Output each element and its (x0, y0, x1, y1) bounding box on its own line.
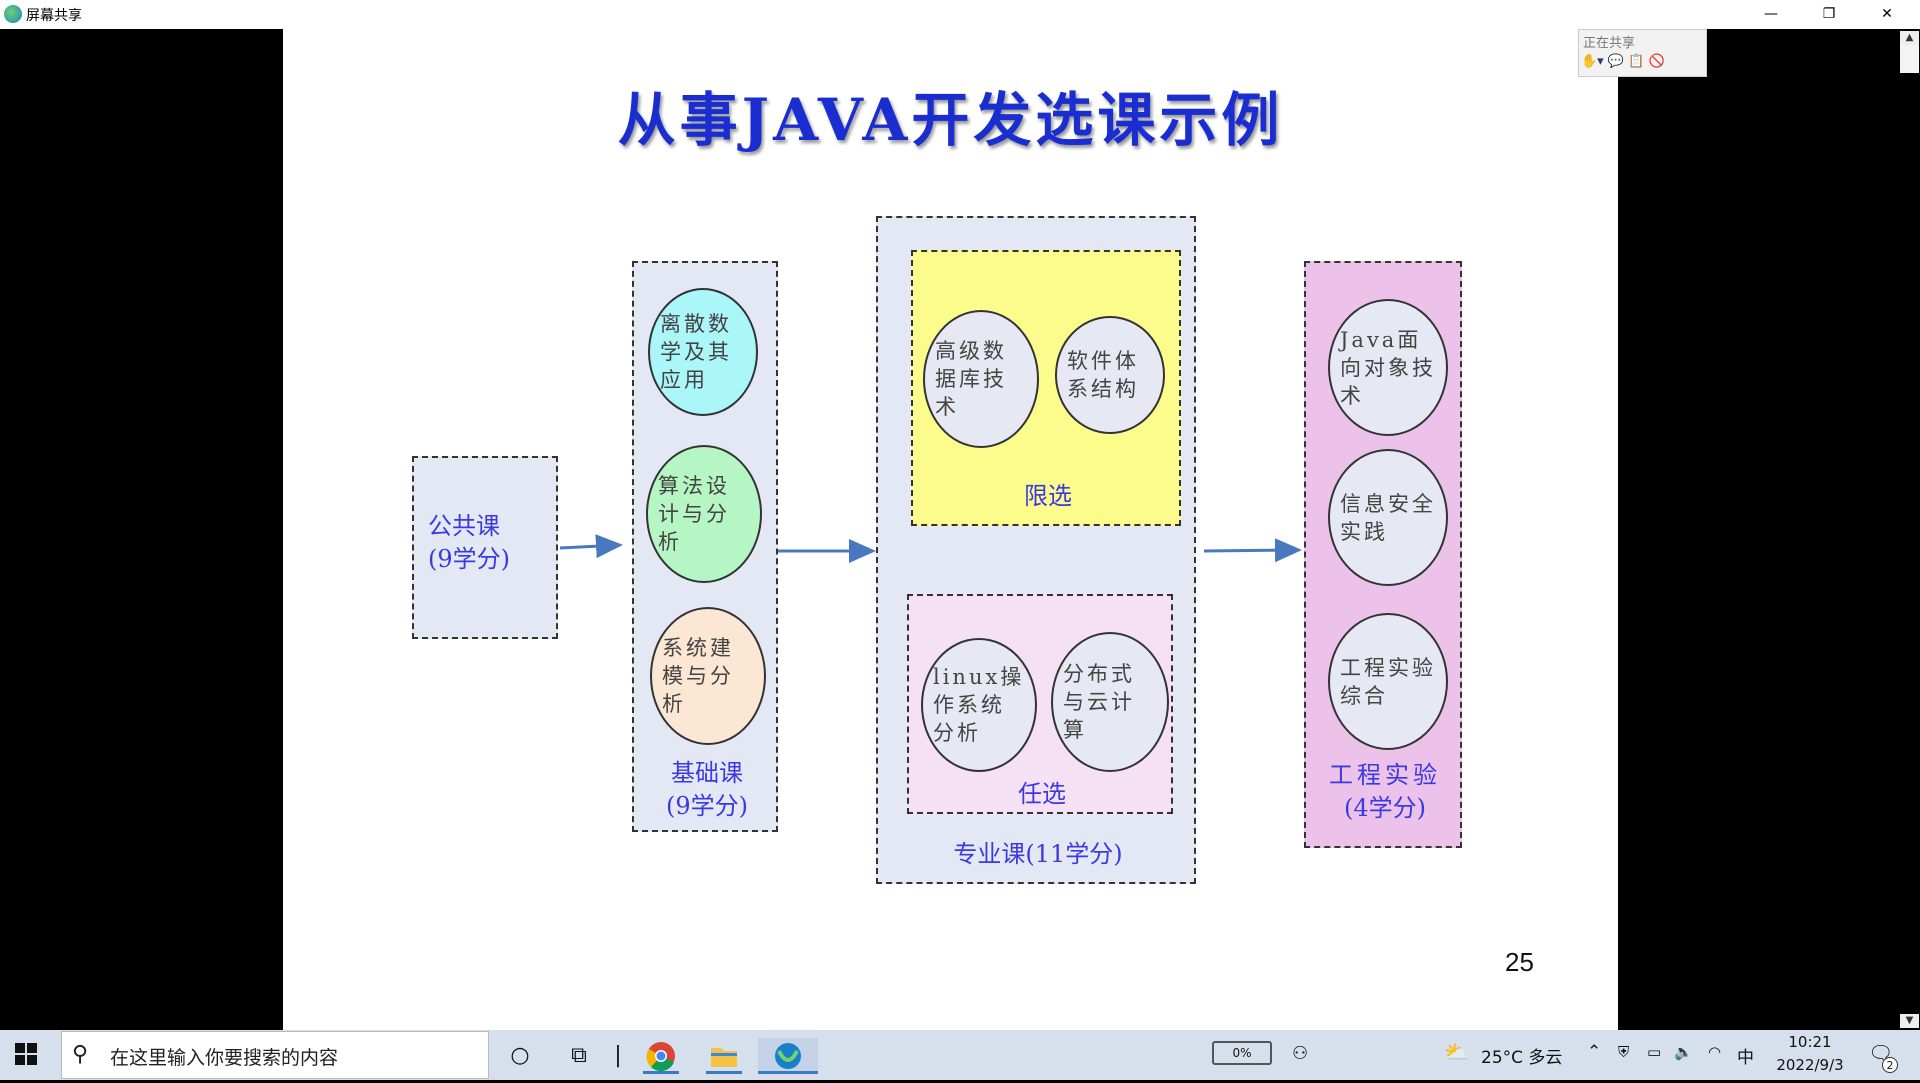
notification-count-badge: 2 (1882, 1057, 1898, 1073)
task-view-icon[interactable]: ⧉ (571, 1043, 587, 1068)
minimize-button[interactable]: — (1764, 6, 1778, 22)
screen-share-toolbar: 正在共享 ✋▾ 💬 📋 🚫 (1578, 29, 1707, 77)
slide-title: 从事JAVA开发选课示例 (617, 86, 1284, 154)
flow-arrows (559, 534, 1302, 563)
page-number: 25 (1505, 947, 1534, 977)
free-elective-box: linux操作系统分析 分布式与云计算 任选 (907, 594, 1173, 814)
scrollbar-thumb[interactable] (1900, 45, 1919, 73)
chrome-taskbar-icon[interactable] (643, 1038, 679, 1074)
restricted-elective-box: 高级数据库技术 软件体系结构 限选 (911, 250, 1181, 526)
engineering-course-box: Java面向对象技术 信息安全实践 工程实验综合 工程实验 (4学分) (1304, 261, 1462, 848)
close-button[interactable]: ✕ (1881, 6, 1893, 22)
course-system-modeling: 系统建模与分析 (650, 607, 766, 745)
major-course-label: 专业课(11学分) (953, 840, 1123, 868)
basic-course-box: 离散数学及其应用 算法设计与分析 系统建模与分析 基础课 (9学分) (632, 261, 778, 832)
major-course-box: 高级数据库技术 软件体系结构 限选 linux操作系统分析 分布式与云计算 任选… (876, 216, 1196, 884)
course-discrete-math: 离散数学及其应用 (648, 288, 758, 416)
show-hidden-icons-chevron-icon[interactable]: ⌃ (1587, 1042, 1602, 1062)
course-info-security: 信息安全实践 (1328, 449, 1448, 586)
engineering-course-label: 工程实验 (1329, 761, 1441, 789)
search-icon: ⚲ (72, 1042, 89, 1067)
arrow-public-to-basic (559, 534, 623, 559)
clock-date[interactable]: 2022/9/3 (1776, 1056, 1844, 1074)
public-course-name: 公共课 (428, 512, 500, 540)
presentation-slide: 从事JAVA开发选课示例 公共课 (9学分) 离散数学及其应用 算法设计与分析 … (283, 29, 1618, 1030)
volume-icon[interactable]: 🔈 (1674, 1043, 1693, 1061)
window-title-bar (0, 0, 1920, 29)
file-explorer-icon[interactable] (706, 1038, 742, 1074)
cortana-icon[interactable]: ○ (510, 1043, 530, 1068)
taskbar-search-input[interactable]: 在这里输入你要搜索的内容 (110, 1047, 339, 1069)
course-algorithms: 算法设计与分析 (646, 445, 762, 583)
windows-start-icon[interactable] (15, 1043, 37, 1065)
clock-time[interactable]: 10:21 (1788, 1033, 1832, 1051)
tray-security-icon[interactable]: ⛨ (1618, 1043, 1630, 1061)
basic-course-credits: (9学分) (666, 792, 748, 820)
public-course-credits: (9学分) (428, 545, 510, 573)
course-software-architecture: 软件体系结构 (1055, 316, 1165, 434)
course-advanced-database: 高级数据库技术 (923, 310, 1039, 448)
free-elective-label: 任选 (1018, 780, 1066, 808)
course-distributed-cloud: 分布式与云计算 (1051, 632, 1169, 772)
scroll-down-arrow-icon[interactable]: ▼ (1900, 1014, 1919, 1028)
weather-text[interactable]: 25°C 多云 (1481, 1048, 1563, 1068)
tray-battery-icon[interactable]: ▭ (1647, 1043, 1662, 1061)
sharing-status-label: 正在共享 (1583, 36, 1636, 51)
taskbar-search-box[interactable] (61, 1031, 489, 1079)
wifi-icon[interactable]: ◠ (1708, 1043, 1722, 1061)
app-logo-icon (4, 5, 22, 23)
restore-button[interactable]: ❐ (1822, 6, 1836, 22)
input-method-indicator[interactable]: 中 (1737, 1048, 1754, 1068)
battery-indicator[interactable]: 0% (1212, 1041, 1272, 1065)
screen-share-app-taskbar-icon[interactable] (758, 1038, 818, 1074)
arrow-major-to-engineering (1203, 538, 1302, 563)
share-toolbar-icons[interactable]: ✋▾ 💬 📋 🚫 (1581, 54, 1665, 69)
weather-cloud-sun-icon: ⛅ (1444, 1040, 1469, 1064)
window-title: 屏幕共享 (26, 8, 82, 24)
course-linux-os: linux操作系统分析 (921, 638, 1037, 772)
public-course-box: 公共课 (9学分) (412, 456, 558, 639)
basic-course-label: 基础课 (671, 759, 743, 787)
scroll-up-arrow-icon[interactable]: ▲ (1900, 31, 1919, 45)
course-engineering-lab: 工程实验综合 (1328, 613, 1448, 750)
vertical-scrollbar[interactable] (1899, 29, 1920, 1030)
people-icon[interactable]: ⚇ (1292, 1043, 1309, 1064)
engineering-course-credits: (4学分) (1344, 794, 1426, 822)
taskbar-divider: | (614, 1043, 622, 1068)
course-java-oop: Java面向对象技术 (1328, 299, 1448, 436)
restricted-elective-label: 限选 (1024, 482, 1072, 510)
